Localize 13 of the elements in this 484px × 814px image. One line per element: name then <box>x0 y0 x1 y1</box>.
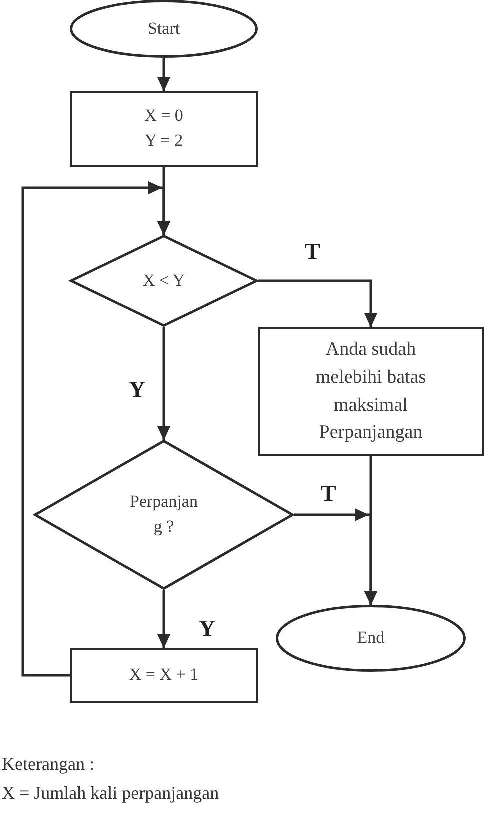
process-box <box>258 327 484 456</box>
note-heading: Keterangan : <box>2 754 94 776</box>
node-text: X = X + 1 <box>129 664 199 686</box>
node-text: Y = 2 <box>144 130 184 152</box>
process-box <box>70 648 258 703</box>
node-text: Anda sudah melebihi batas maksimal Perpanjangan <box>314 338 428 446</box>
node-text: Perpanjan g ? <box>130 491 198 538</box>
process-box <box>70 91 258 167</box>
node-text: End <box>357 627 385 650</box>
node-text: Start <box>148 18 180 40</box>
node-text: X = 0 <box>144 105 184 128</box>
node-text: X < Y <box>142 270 185 292</box>
note-text: X = Jumlah kali perpanjangan <box>2 783 220 805</box>
